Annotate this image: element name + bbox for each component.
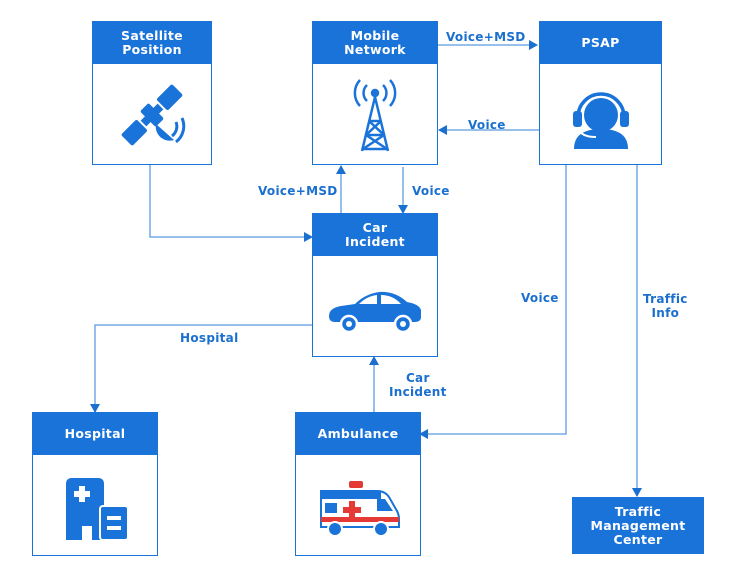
node-title: Car Incident [313, 214, 437, 256]
node-title: PSAP [540, 22, 661, 64]
edge-label-network-to-car: Voice [412, 184, 450, 198]
operator-headset-icon [540, 76, 661, 156]
car-icon [313, 272, 437, 346]
edge-car-to-hospital [90, 324, 312, 413]
edge-satellite-to-car [149, 165, 313, 242]
edge-label-psap-to-traffic: Traffic Info [643, 292, 688, 320]
edge-label-network-to-psap: Voice+MSD [446, 30, 526, 44]
edge-label-car-to-network: Voice+MSD [258, 184, 338, 198]
node-psap: PSAP [539, 21, 662, 165]
edge-psap-to-ambulance [419, 165, 567, 439]
hospital-icon [33, 469, 157, 549]
node-traffic-management-center: Traffic Management Center [572, 497, 704, 554]
node-title: Satellite Position [93, 22, 211, 64]
edge-label-psap-to-network: Voice [468, 118, 506, 132]
node-hospital: Hospital [32, 412, 158, 556]
cell-tower-icon [313, 76, 437, 156]
satellite-icon [93, 74, 211, 156]
edge-label-car-to-hospital: Hospital [180, 331, 239, 345]
node-title: Ambulance [296, 413, 420, 455]
edge-label-psap-to-ambulance: Voice [521, 291, 559, 305]
node-car-incident: Car Incident [312, 213, 438, 357]
ambulance-icon [296, 469, 420, 549]
node-title: Traffic Management Center [590, 503, 686, 547]
node-ambulance: Ambulance [295, 412, 421, 556]
node-title: Mobile Network [313, 22, 437, 64]
node-mobile-network: Mobile Network [312, 21, 438, 165]
node-title: Hospital [33, 413, 157, 455]
node-satellite-position: Satellite Position [92, 21, 212, 165]
edge-label-ambulance-to-car: Car Incident [389, 371, 447, 399]
